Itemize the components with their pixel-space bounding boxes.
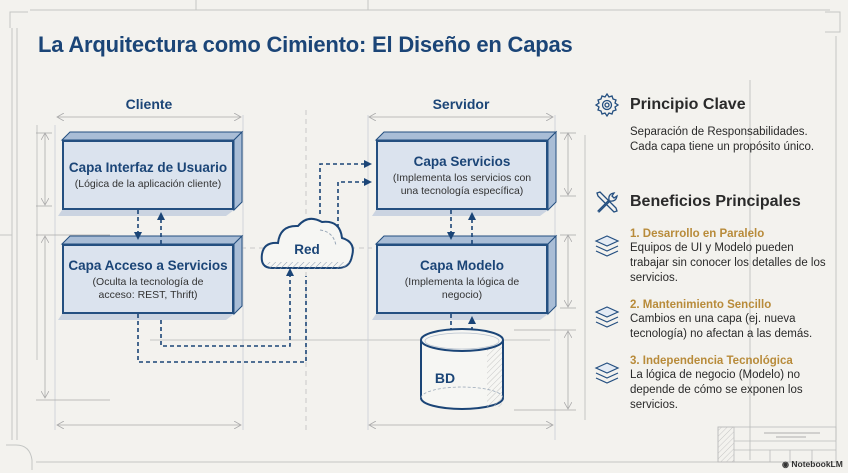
benefit-text: La lógica de negocio (Modelo) no depende… [630,369,803,411]
database-icon [420,328,504,410]
database-label: BD [434,370,456,386]
layer-title: Capa Interfaz de Usuario [68,160,228,175]
layers-icon [594,306,620,328]
benefit-item: 2. Mantenimiento Sencillo Cambios en una… [594,298,844,342]
layer-services: Capa Servicios (Implementa los servicios… [376,140,548,210]
benefit-text: Equipos de UI y Modelo pueden trabajar s… [630,242,826,284]
principle-title: Principio Clave [630,96,746,113]
layer-service-access: Capa Acceso a Servicios (Oculta la tecno… [62,244,234,314]
layer-title: Capa Acceso a Servicios [68,257,228,273]
benefit-title: 1. Desarrollo en Paralelo [630,228,765,240]
layer-subtitle: (Oculta la tecnología de acceso: REST, T… [92,275,204,301]
notebooklm-logo-icon: ◉ [782,460,789,469]
layer-model: Capa Modelo (Implementa la lógica de neg… [376,244,548,314]
gear-icon [594,92,620,118]
benefit-title: 3. Independencia Tecnológica [630,355,793,367]
server-column-label: Servidor [432,96,490,112]
benefit-text: Cambios en una capa (ej. nueva tecnologí… [630,313,813,340]
layer-subtitle: (Implementa la lógica de negocio) [404,275,520,301]
layer-title: Capa Servicios [413,153,511,169]
brand-label: NotebookLM [791,459,843,469]
box-3d-sides [60,130,558,316]
connector-arrows [134,160,476,363]
benefits-header: Beneficios Principales [594,187,844,217]
benefit-item: 3. Independencia Tecnológica La lógica d… [594,354,844,413]
layer-ui: Capa Interfaz de Usuario (Lógica de la a… [62,140,234,210]
layer-title: Capa Modelo [419,257,504,273]
principle-text: Separación de Responsabilidades. Cada ca… [630,126,815,153]
benefits-list: 1. Desarrollo en Paralelo Equipos de UI … [594,227,844,413]
benefit-item: 1. Desarrollo en Paralelo Equipos de UI … [594,227,844,286]
principle-header: Principio Clave [594,90,844,120]
tools-icon [596,191,618,213]
sidebar: Principio Clave Separación de Responsabi… [594,90,844,413]
title-block [717,426,837,463]
cloud-icon [260,217,354,269]
layer-subtitle: (Implementa los servicios con una tecnol… [392,171,532,197]
layer-subtitle: (Lógica de la aplicación cliente) [74,178,222,190]
brand-watermark: ◉ NotebookLM [782,459,843,469]
benefits-title: Beneficios Principales [630,193,801,210]
layers-icon [594,362,620,384]
client-column-label: Cliente [125,96,173,112]
network-label: Red [294,242,320,257]
layers-icon [594,235,620,257]
benefit-title: 2. Mantenimiento Sencillo [630,299,772,311]
page-title: La Arquitectura como Cimiento: El Diseño… [38,32,573,57]
